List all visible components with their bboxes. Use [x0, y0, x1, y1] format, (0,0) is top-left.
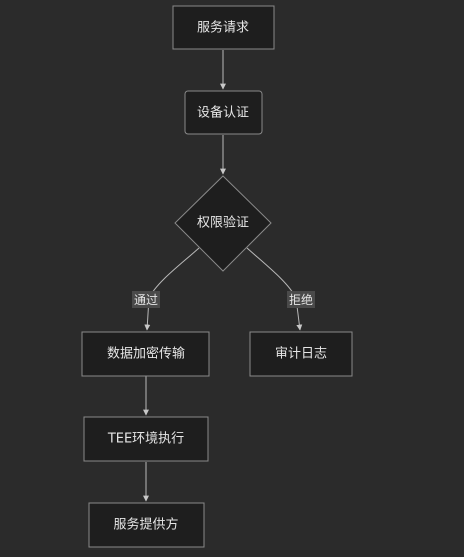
node-audit-log[interactable]: 审计日志: [249, 331, 353, 377]
node-data-encrypt-label: 数据加密传输: [107, 346, 185, 362]
edge-label-reject: 拒绝: [287, 291, 315, 308]
node-service-provider-label: 服务提供方: [113, 517, 178, 533]
node-service-request-label: 服务请求: [197, 20, 249, 36]
node-tee-exec-label: TEE环境执行: [107, 432, 184, 447]
node-permission-check[interactable]: 权限验证: [174, 175, 272, 272]
node-service-provider[interactable]: 服务提供方: [88, 502, 205, 548]
node-permission-check-label: 权限验证: [197, 215, 249, 231]
edge-permission-to-audit: [246, 247, 303, 331]
node-data-encrypt[interactable]: 数据加密传输: [81, 331, 210, 377]
edge-label-pass: 通过: [132, 291, 160, 308]
node-audit-log-label: 审计日志: [275, 347, 327, 362]
node-device-auth-label: 设备认证: [197, 105, 249, 121]
node-device-auth[interactable]: 设备认证: [184, 90, 263, 135]
edge-permission-to-encrypt: [144, 247, 200, 331]
edge-label-reject-text: 拒绝: [289, 292, 313, 307]
node-tee-exec[interactable]: TEE环境执行: [83, 416, 209, 462]
edge-label-pass-text: 通过: [134, 293, 158, 307]
node-service-request[interactable]: 服务请求: [172, 5, 275, 50]
